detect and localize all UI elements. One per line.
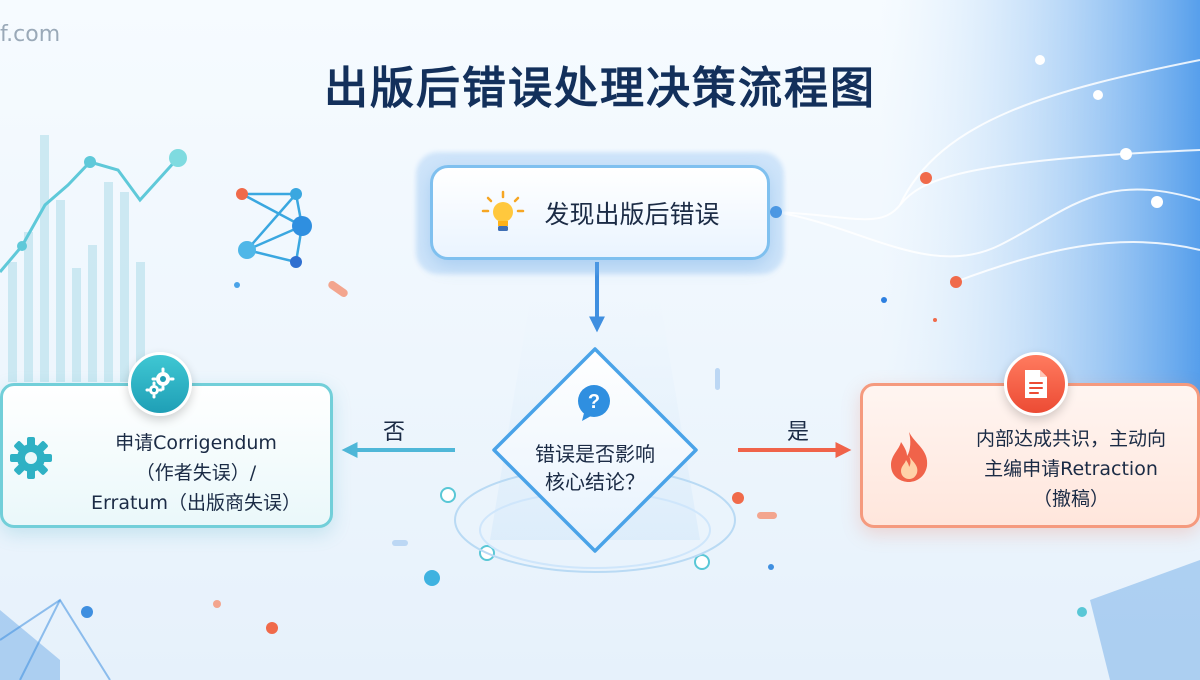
gear-icon — [10, 437, 52, 479]
deco-dot — [266, 622, 278, 634]
retraction-line: 主编申请Retraction — [984, 458, 1158, 480]
deco-dot — [1120, 148, 1132, 160]
deco-dot — [1035, 55, 1045, 65]
deco-dot — [920, 172, 932, 184]
decision-node: ? 错误是否影响 核心结论？ — [490, 345, 700, 555]
left-trend-line — [0, 156, 180, 273]
decision-line: 核心结论？ — [545, 470, 645, 494]
deco-dot — [81, 606, 93, 618]
decision-diamond-shape — [492, 347, 698, 553]
deco-pill — [328, 280, 348, 298]
corrigendum-line: （作者失误）/ — [135, 462, 257, 484]
watermark: f.com — [0, 22, 61, 47]
bottom-left-panel — [0, 610, 60, 680]
left-bar-chart — [8, 135, 145, 382]
deco-dot — [1077, 607, 1087, 617]
deco-dot — [933, 318, 937, 322]
deco-dot — [768, 564, 774, 570]
corrigendum-line: Erratum（出版商失误） — [91, 492, 301, 514]
deco-dot — [732, 492, 744, 504]
deco-dot — [1093, 90, 1103, 100]
deco-dot — [440, 487, 456, 503]
deco-dot — [17, 241, 27, 251]
flame-icon — [891, 432, 928, 482]
deco-pill — [757, 512, 777, 519]
bottom-right-panel — [1090, 560, 1200, 680]
start-node-label: 发现出版后错误 — [544, 199, 720, 229]
question-bubble-icon: ? — [578, 385, 610, 421]
deco-dot — [213, 600, 221, 608]
deco-dot — [950, 276, 962, 288]
no-branch-label: 否 — [383, 420, 406, 445]
start-node: 发现出版后错误 — [430, 165, 770, 260]
deco-dot — [694, 554, 710, 570]
bottom-left-network — [0, 598, 111, 680]
deco-dot — [424, 570, 440, 586]
deco-dot — [169, 149, 187, 167]
document-icon — [1004, 352, 1068, 416]
svg-text:?: ? — [588, 391, 600, 413]
decision-text: 错误是否影响 核心结论？ — [490, 440, 700, 496]
retraction-line: （撤稿） — [1032, 488, 1109, 510]
retraction-text: 内部达成共识，主动向 主编申请Retraction （撤稿） — [941, 424, 1200, 514]
gears-icon — [128, 352, 192, 416]
corrigendum-text: 申请Corrigendum （作者失误）/ Erratum（出版商失误） — [61, 428, 331, 518]
deco-dot — [234, 282, 240, 288]
right-network-lines — [774, 59, 1200, 283]
retraction-line: 内部达成共识，主动向 — [975, 428, 1166, 450]
decision-line: 错误是否影响 — [535, 442, 655, 466]
lightbulb-icon — [482, 190, 525, 231]
deco-dot — [84, 156, 96, 168]
deco-dot — [1151, 196, 1163, 208]
deco-pill — [392, 540, 408, 546]
deco-pill — [715, 368, 720, 390]
diagram-title: 出版后错误处理决策流程图 — [324, 63, 876, 114]
yes-branch-label: 是 — [787, 420, 810, 445]
deco-dot — [881, 297, 887, 303]
corrigendum-line: 申请Corrigendum — [115, 432, 277, 454]
edge-start-dot — [770, 206, 782, 218]
